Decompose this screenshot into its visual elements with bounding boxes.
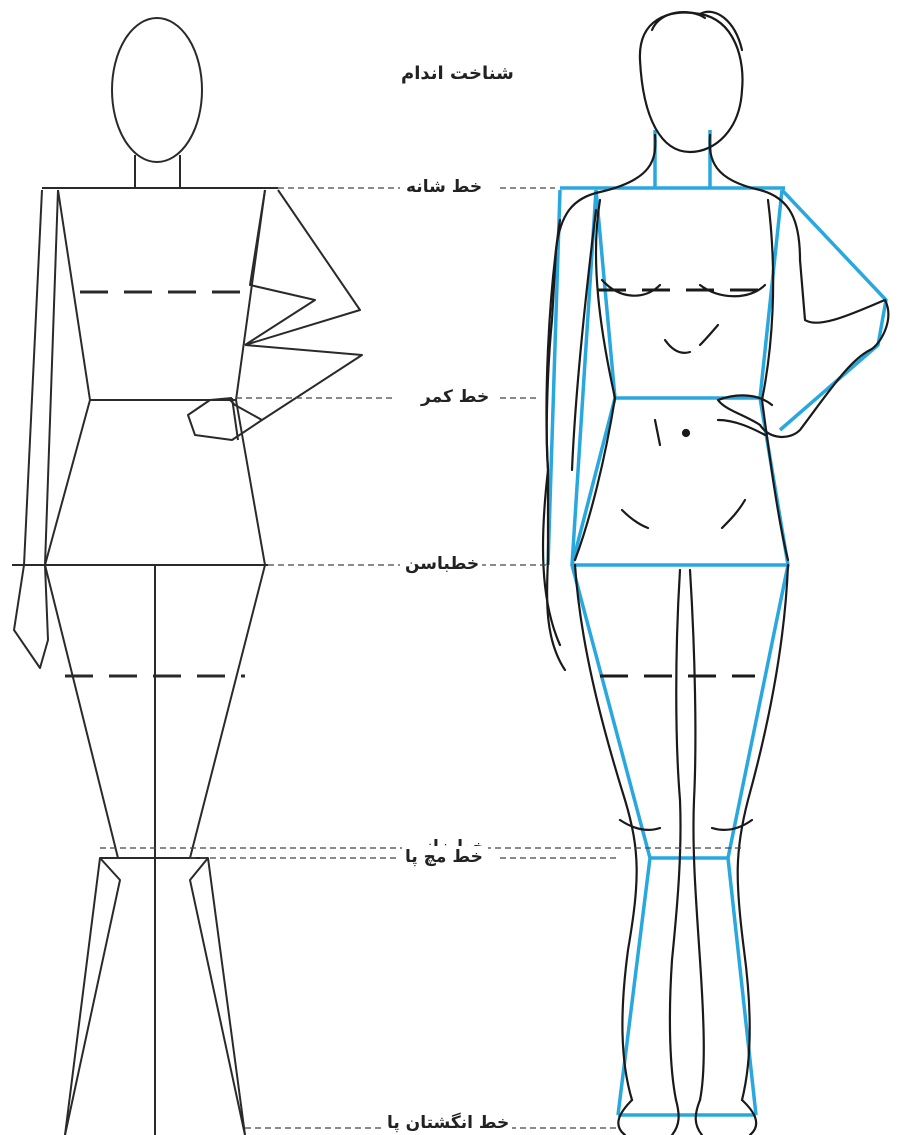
shoulder-line-label: خط شانه — [403, 176, 485, 198]
sketched-figure — [543, 12, 888, 1135]
blue-guides — [548, 130, 886, 1115]
reference-lines — [100, 188, 745, 1128]
geometric-head — [112, 18, 202, 162]
geometric-left-arm — [24, 190, 58, 565]
hip-line-label: خطباسن — [402, 553, 482, 575]
geometric-torso — [58, 190, 265, 400]
sketch-outline — [543, 12, 888, 1135]
geometric-figure — [12, 18, 362, 1135]
waist-line-label: خط کمر — [418, 386, 492, 408]
toes-line-label: خط انگشتان پا — [384, 1112, 512, 1134]
ankle-line-label: خط مچ پا — [402, 846, 486, 868]
diagram-title: شناخت اندام — [398, 63, 517, 85]
